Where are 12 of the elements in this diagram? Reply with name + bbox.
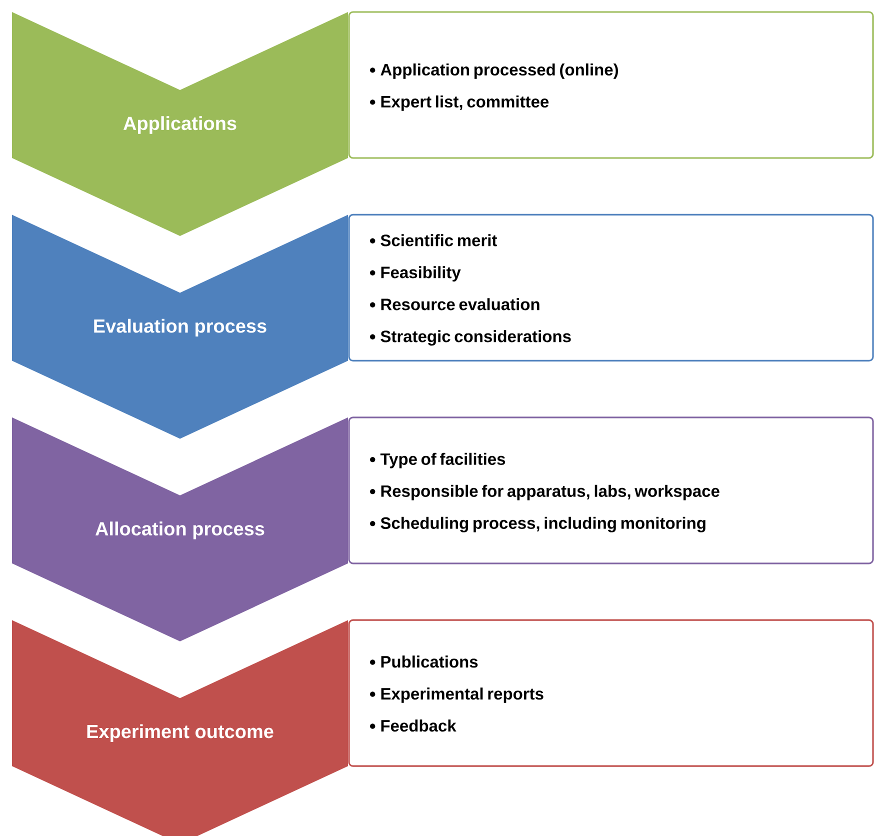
text-box: Type of facilities Responsible for apparatus, labs, workspace Scheduling process, including monitoring	[348, 416, 874, 564]
node-label: Experiment outcome	[87, 724, 274, 742]
text-box: Publications Experimental reports Feedback	[348, 619, 874, 767]
process-band: Experiment outcome	[12, 620, 348, 836]
process-band: Applications	[12, 12, 348, 236]
process-band: Evaluation process	[12, 214, 348, 439]
node-label: Allocation process	[95, 522, 264, 540]
process-band: Allocation process	[12, 417, 348, 642]
text-box: Scientific merit Feasibility Resource evaluation Strategic considerations	[348, 214, 874, 362]
text-box: Application processed (online) Expert list, committee	[348, 11, 874, 159]
node-label: Applications	[123, 116, 236, 134]
node-label: Evaluation process	[94, 318, 266, 337]
